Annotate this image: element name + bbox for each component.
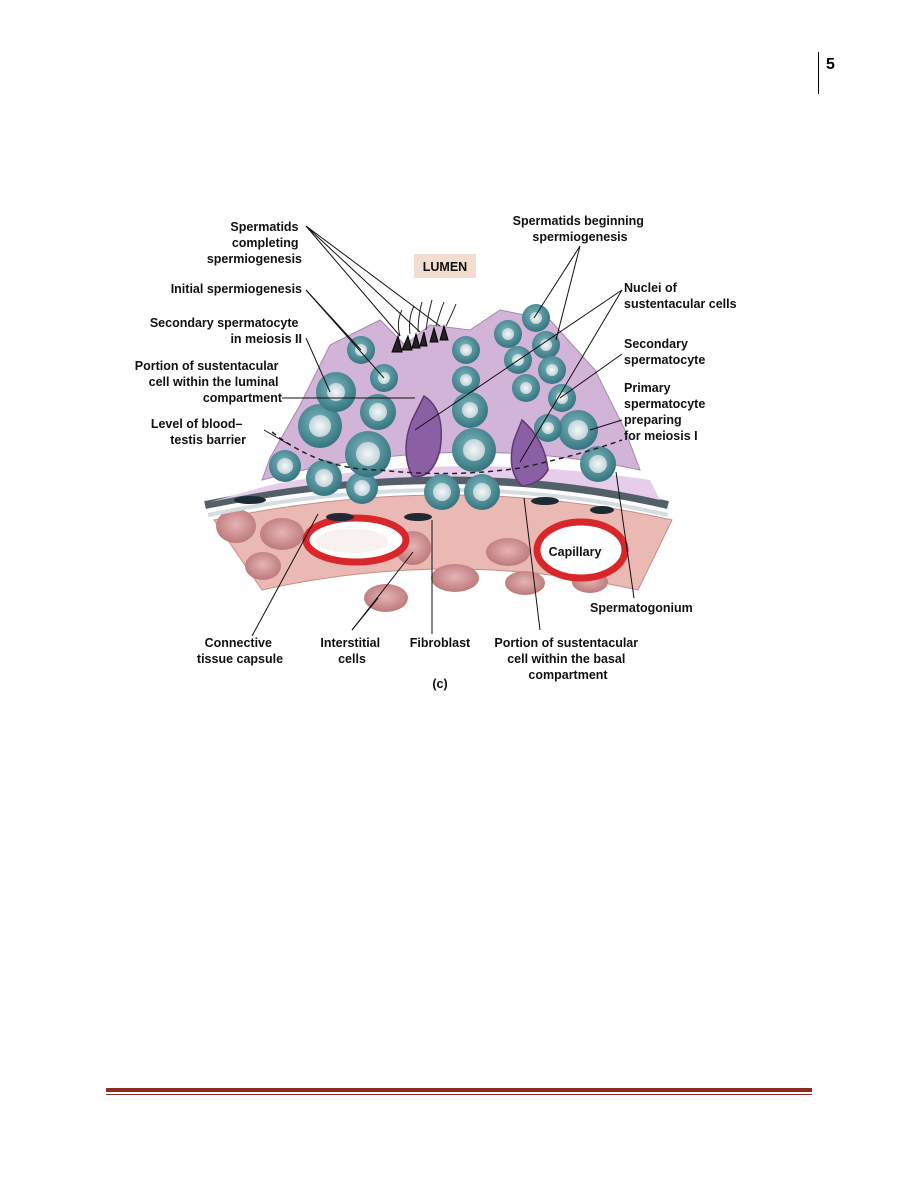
label-secondary-spermatocyte: Secondary spermatocyte — [624, 337, 705, 367]
footer-rule-thick — [106, 1088, 812, 1092]
germ-cells — [269, 304, 616, 510]
lumen-label-box — [414, 254, 476, 278]
label-connective-tissue: Connective tissue capsule — [197, 636, 283, 666]
page-number: 5 — [826, 56, 835, 73]
label-secondary-spermatocyte-meiosis: Secondary spermatocyte in meiosis II — [150, 316, 302, 346]
label-spermatids-completing: Spermatids completing spermiogenesis — [207, 220, 302, 266]
label-sustentacular-basal: Portion of sustentacular cell within the… — [494, 636, 641, 682]
label-primary-spermatocyte: Primary spermatocyte preparing for meios… — [624, 381, 709, 443]
sustentacular-cell-right — [510, 418, 549, 487]
leader-lines — [251, 225, 635, 637]
label-nuclei-sustentacular: Nuclei of sustentacular cells — [624, 281, 737, 311]
label-initial-spermiogenesis: Initial spermiogenesis — [171, 282, 302, 296]
spermatid-heads — [391, 324, 449, 353]
capillary-left — [302, 514, 410, 566]
label-sustentacular-luminal: Portion of sustentacular cell within the… — [135, 359, 283, 405]
label-fibroblast: Fibroblast — [410, 636, 471, 650]
capillary-right — [533, 518, 629, 582]
lumen-label: LUMEN — [423, 260, 467, 274]
footer-rule-thin — [106, 1094, 812, 1095]
label-interstitial-cells: Interstitial cells — [320, 636, 383, 666]
capillary-label: Capillary — [549, 545, 602, 559]
panel-label: (c) — [432, 677, 447, 691]
header-divider — [818, 52, 819, 94]
label-blood-testis-barrier: Level of blood– testis barrier — [151, 417, 246, 447]
label-spermatogonium: Spermatogonium — [590, 601, 693, 615]
label-spermatids-beginning: Spermatids beginning spermiogenesis — [513, 214, 648, 244]
fibroblast-nuclei — [234, 496, 614, 521]
